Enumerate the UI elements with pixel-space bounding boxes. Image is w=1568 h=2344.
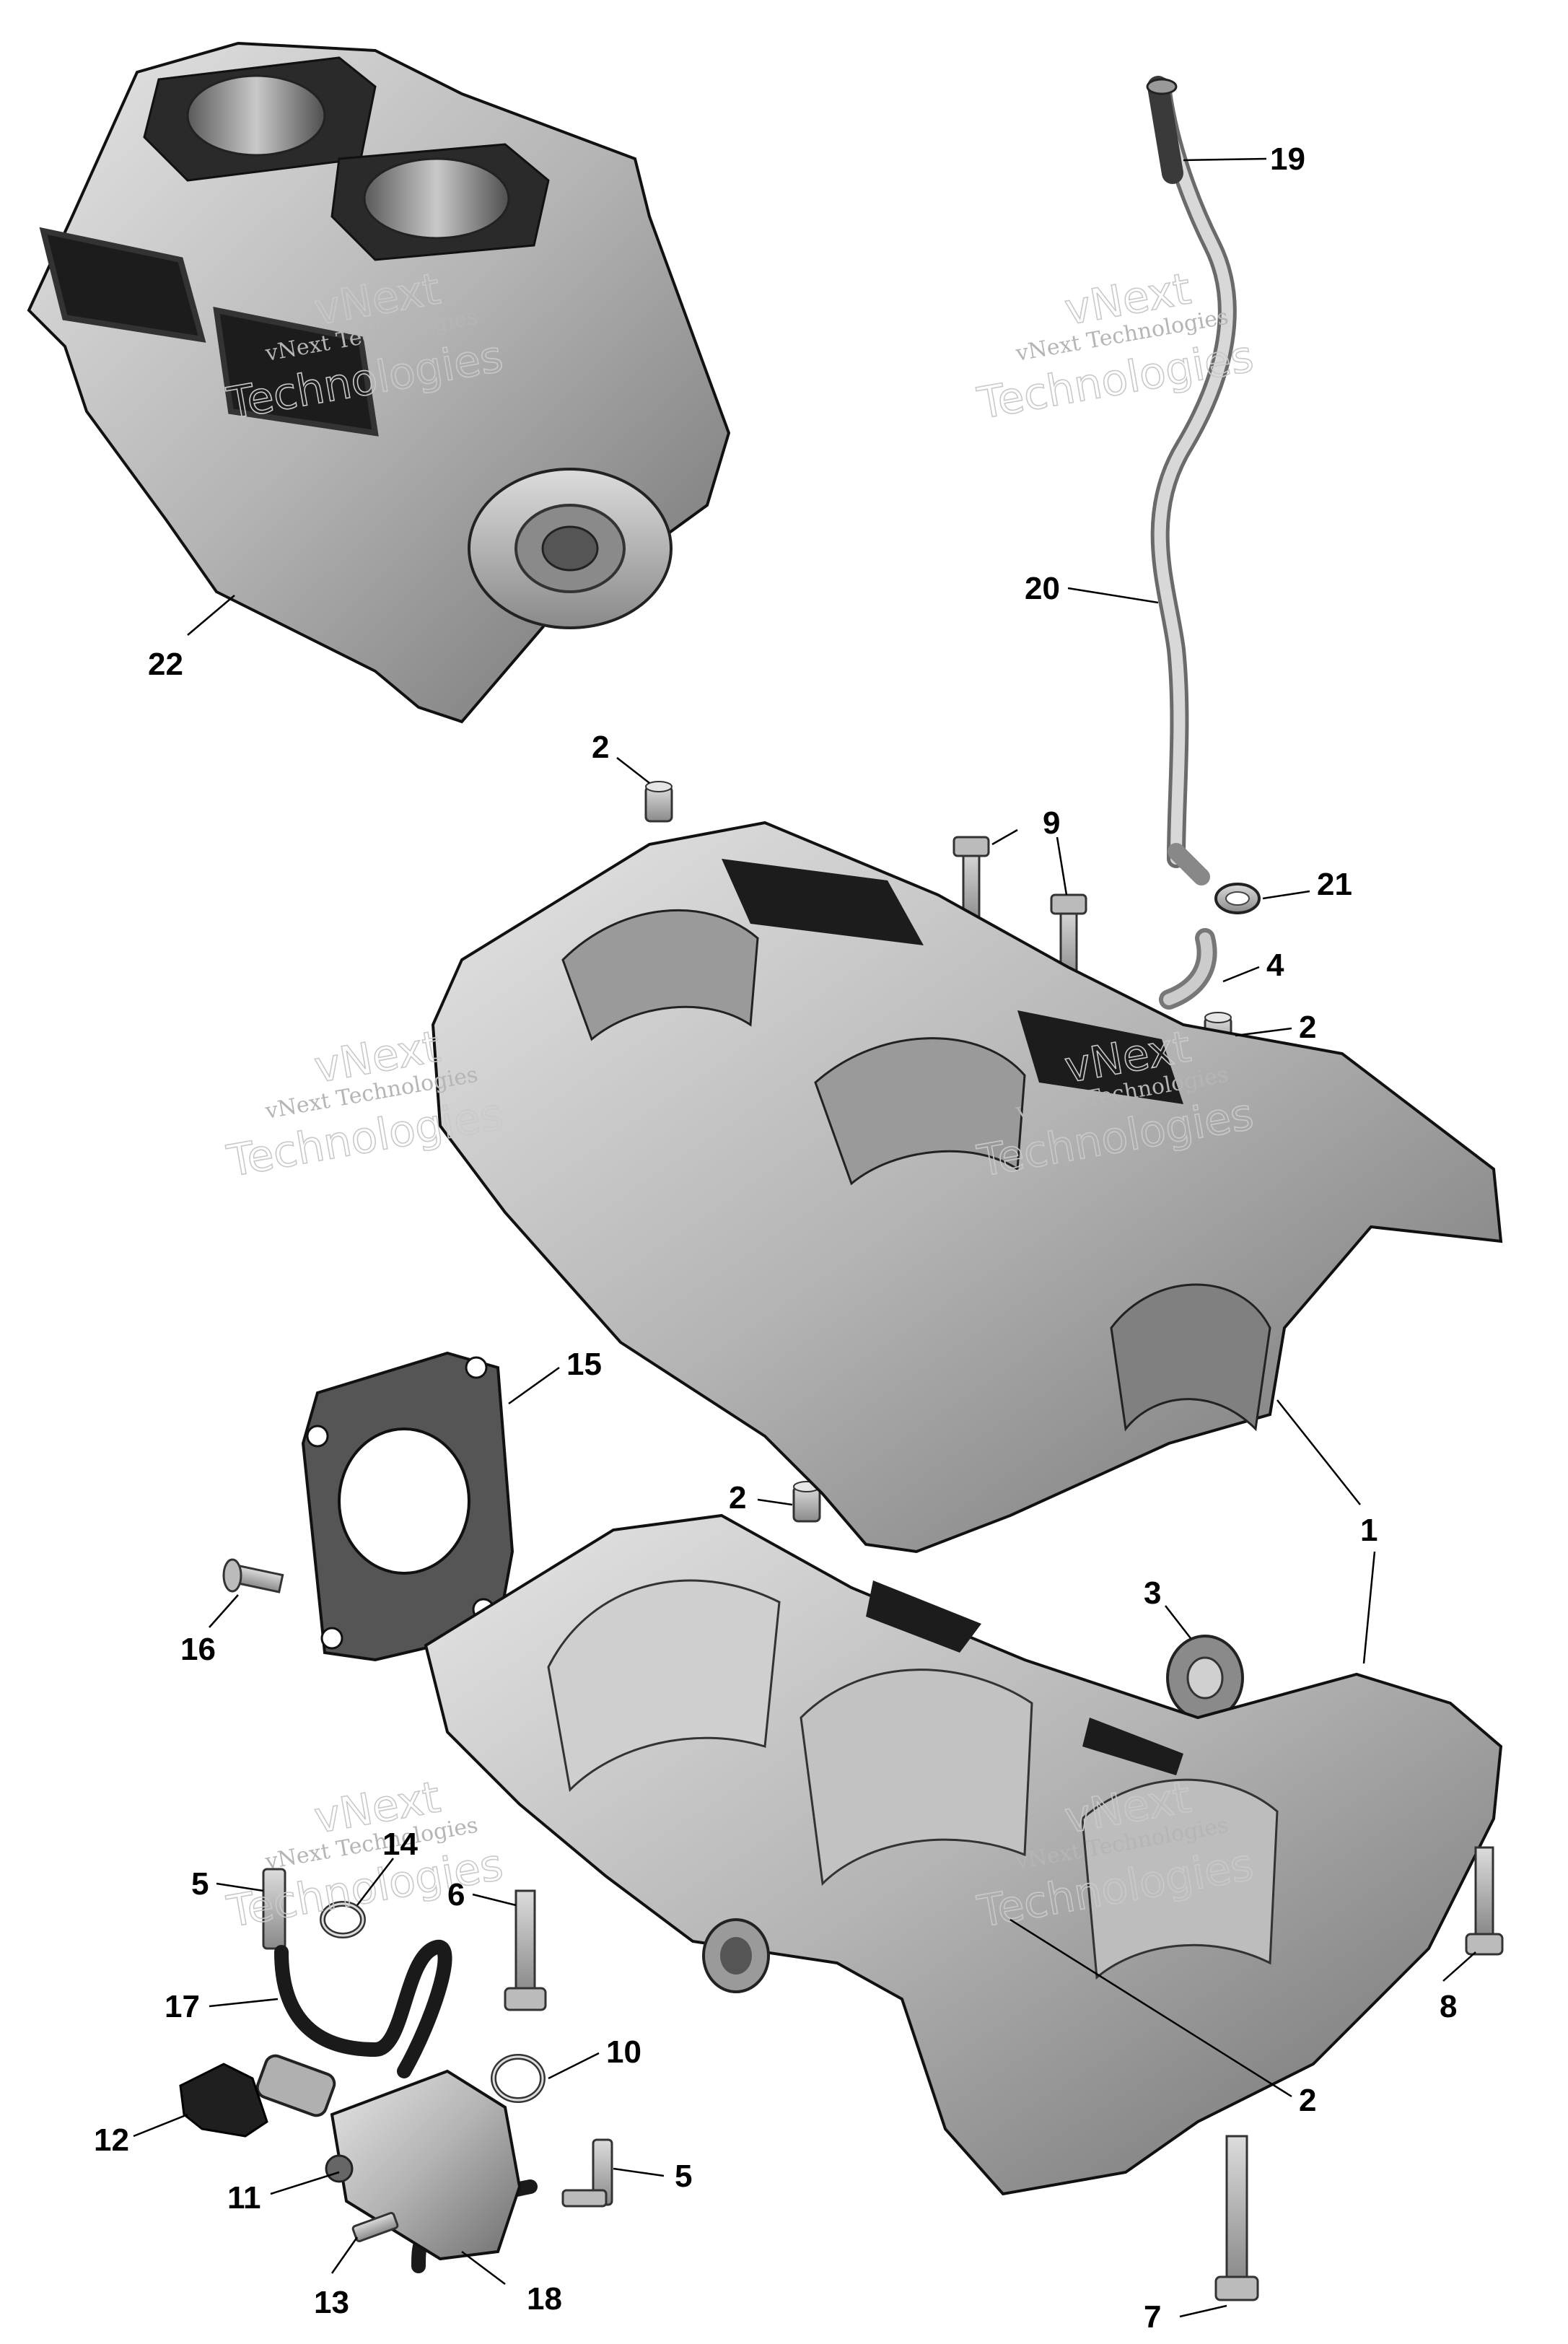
callout-22: 22 — [148, 647, 183, 682]
leader-18 — [461, 2251, 506, 2285]
leader-6 — [472, 1893, 517, 1907]
callout-2-right: 2 — [1299, 1010, 1316, 1045]
upper-crankcase — [431, 821, 1503, 1554]
fitting-5-lower — [561, 2138, 613, 2208]
callout-2-middle: 2 — [729, 1480, 746, 1516]
callout-6: 6 — [447, 1877, 465, 1912]
callout-18: 18 — [527, 2281, 562, 2317]
leader-1a — [1276, 1399, 1361, 1505]
dowel-pin-top — [644, 781, 673, 823]
callout-12: 12 — [94, 2122, 129, 2158]
leader-5b — [613, 2167, 665, 2177]
leader-10 — [548, 2052, 600, 2080]
leader-2c — [757, 1498, 793, 1506]
hose-clamp — [1214, 883, 1261, 914]
leader-13 — [330, 2236, 359, 2274]
leader-3 — [1165, 1605, 1191, 1639]
pump-bracket — [179, 2063, 268, 2138]
leader-7 — [1179, 2304, 1227, 2318]
leader-4 — [1222, 966, 1260, 983]
engine-block-assembly — [27, 41, 731, 724]
o-ring-14 — [320, 1901, 366, 1938]
callout-5-lower: 5 — [675, 2159, 692, 2194]
leader-17 — [209, 1998, 279, 2008]
leader-14 — [356, 1858, 394, 1906]
callout-3: 3 — [1144, 1575, 1161, 1611]
leader-lines — [133, 157, 1476, 2318]
leader-8 — [1442, 1951, 1476, 1982]
leader-16 — [209, 1594, 239, 1628]
callout-2-top: 2 — [592, 730, 609, 765]
leader-1b — [1362, 1551, 1376, 1664]
leader-2b — [1235, 1027, 1292, 1037]
o-ring-10 — [491, 2054, 546, 2103]
callout-2-bottom: 2 — [1299, 2083, 1316, 2118]
callout-labels: 19 20 22 2 9 21 4 2 15 1 2 3 16 14 5 6 8… — [94, 141, 1457, 2335]
callout-9: 9 — [1043, 805, 1060, 841]
leader-15 — [508, 1366, 560, 1405]
leader-12 — [133, 2113, 188, 2138]
lower-crankcase — [424, 1513, 1503, 2196]
bolt-7 — [1214, 2135, 1259, 2301]
crankshaft-seal — [1166, 1635, 1244, 1721]
watermark-bottom-left: vNext vNext Technologies Technologies — [223, 1772, 507, 1938]
gasket-plate — [301, 1351, 514, 1662]
leader-19 — [1183, 157, 1267, 162]
callout-17: 17 — [165, 1989, 200, 2024]
fitting-5-upper — [262, 1868, 286, 1950]
callout-15: 15 — [566, 1347, 602, 1382]
callout-21: 21 — [1317, 867, 1352, 902]
leader-2d — [1009, 1918, 1292, 2098]
stud — [222, 1558, 284, 1593]
leader-9b — [1056, 836, 1068, 896]
screw-13 — [351, 2212, 399, 2242]
callout-14: 14 — [382, 1827, 418, 1862]
callout-7: 7 — [1144, 2299, 1161, 2335]
callout-4: 4 — [1266, 948, 1284, 983]
callout-11: 11 — [227, 2180, 261, 2216]
oil-pump — [255, 2054, 522, 2261]
callout-5-upper: 5 — [191, 1866, 209, 1902]
hose-17 — [274, 1939, 452, 2078]
callout-8: 8 — [1440, 1989, 1457, 2024]
dipstick-tube — [1146, 76, 1237, 868]
leader-9a — [991, 828, 1018, 846]
leader-5a — [216, 1882, 264, 1892]
leader-22 — [187, 595, 235, 636]
leader-21 — [1262, 890, 1310, 900]
leader-2a — [616, 757, 650, 784]
callout-1: 1 — [1360, 1513, 1378, 1548]
bolt-8 — [1465, 1846, 1504, 1956]
leader-11 — [270, 2171, 340, 2195]
bolt-6 — [504, 1889, 547, 2011]
callout-10: 10 — [606, 2034, 641, 2070]
callout-20: 20 — [1025, 571, 1060, 606]
crankcase-bolt-pair — [952, 836, 1087, 983]
dowel-pin-middle — [792, 1481, 821, 1523]
elbow-fitting — [1159, 843, 1217, 1010]
callout-16: 16 — [180, 1632, 216, 1667]
callout-19: 19 — [1270, 141, 1305, 177]
callout-13: 13 — [314, 2285, 349, 2320]
leader-20 — [1067, 587, 1159, 604]
